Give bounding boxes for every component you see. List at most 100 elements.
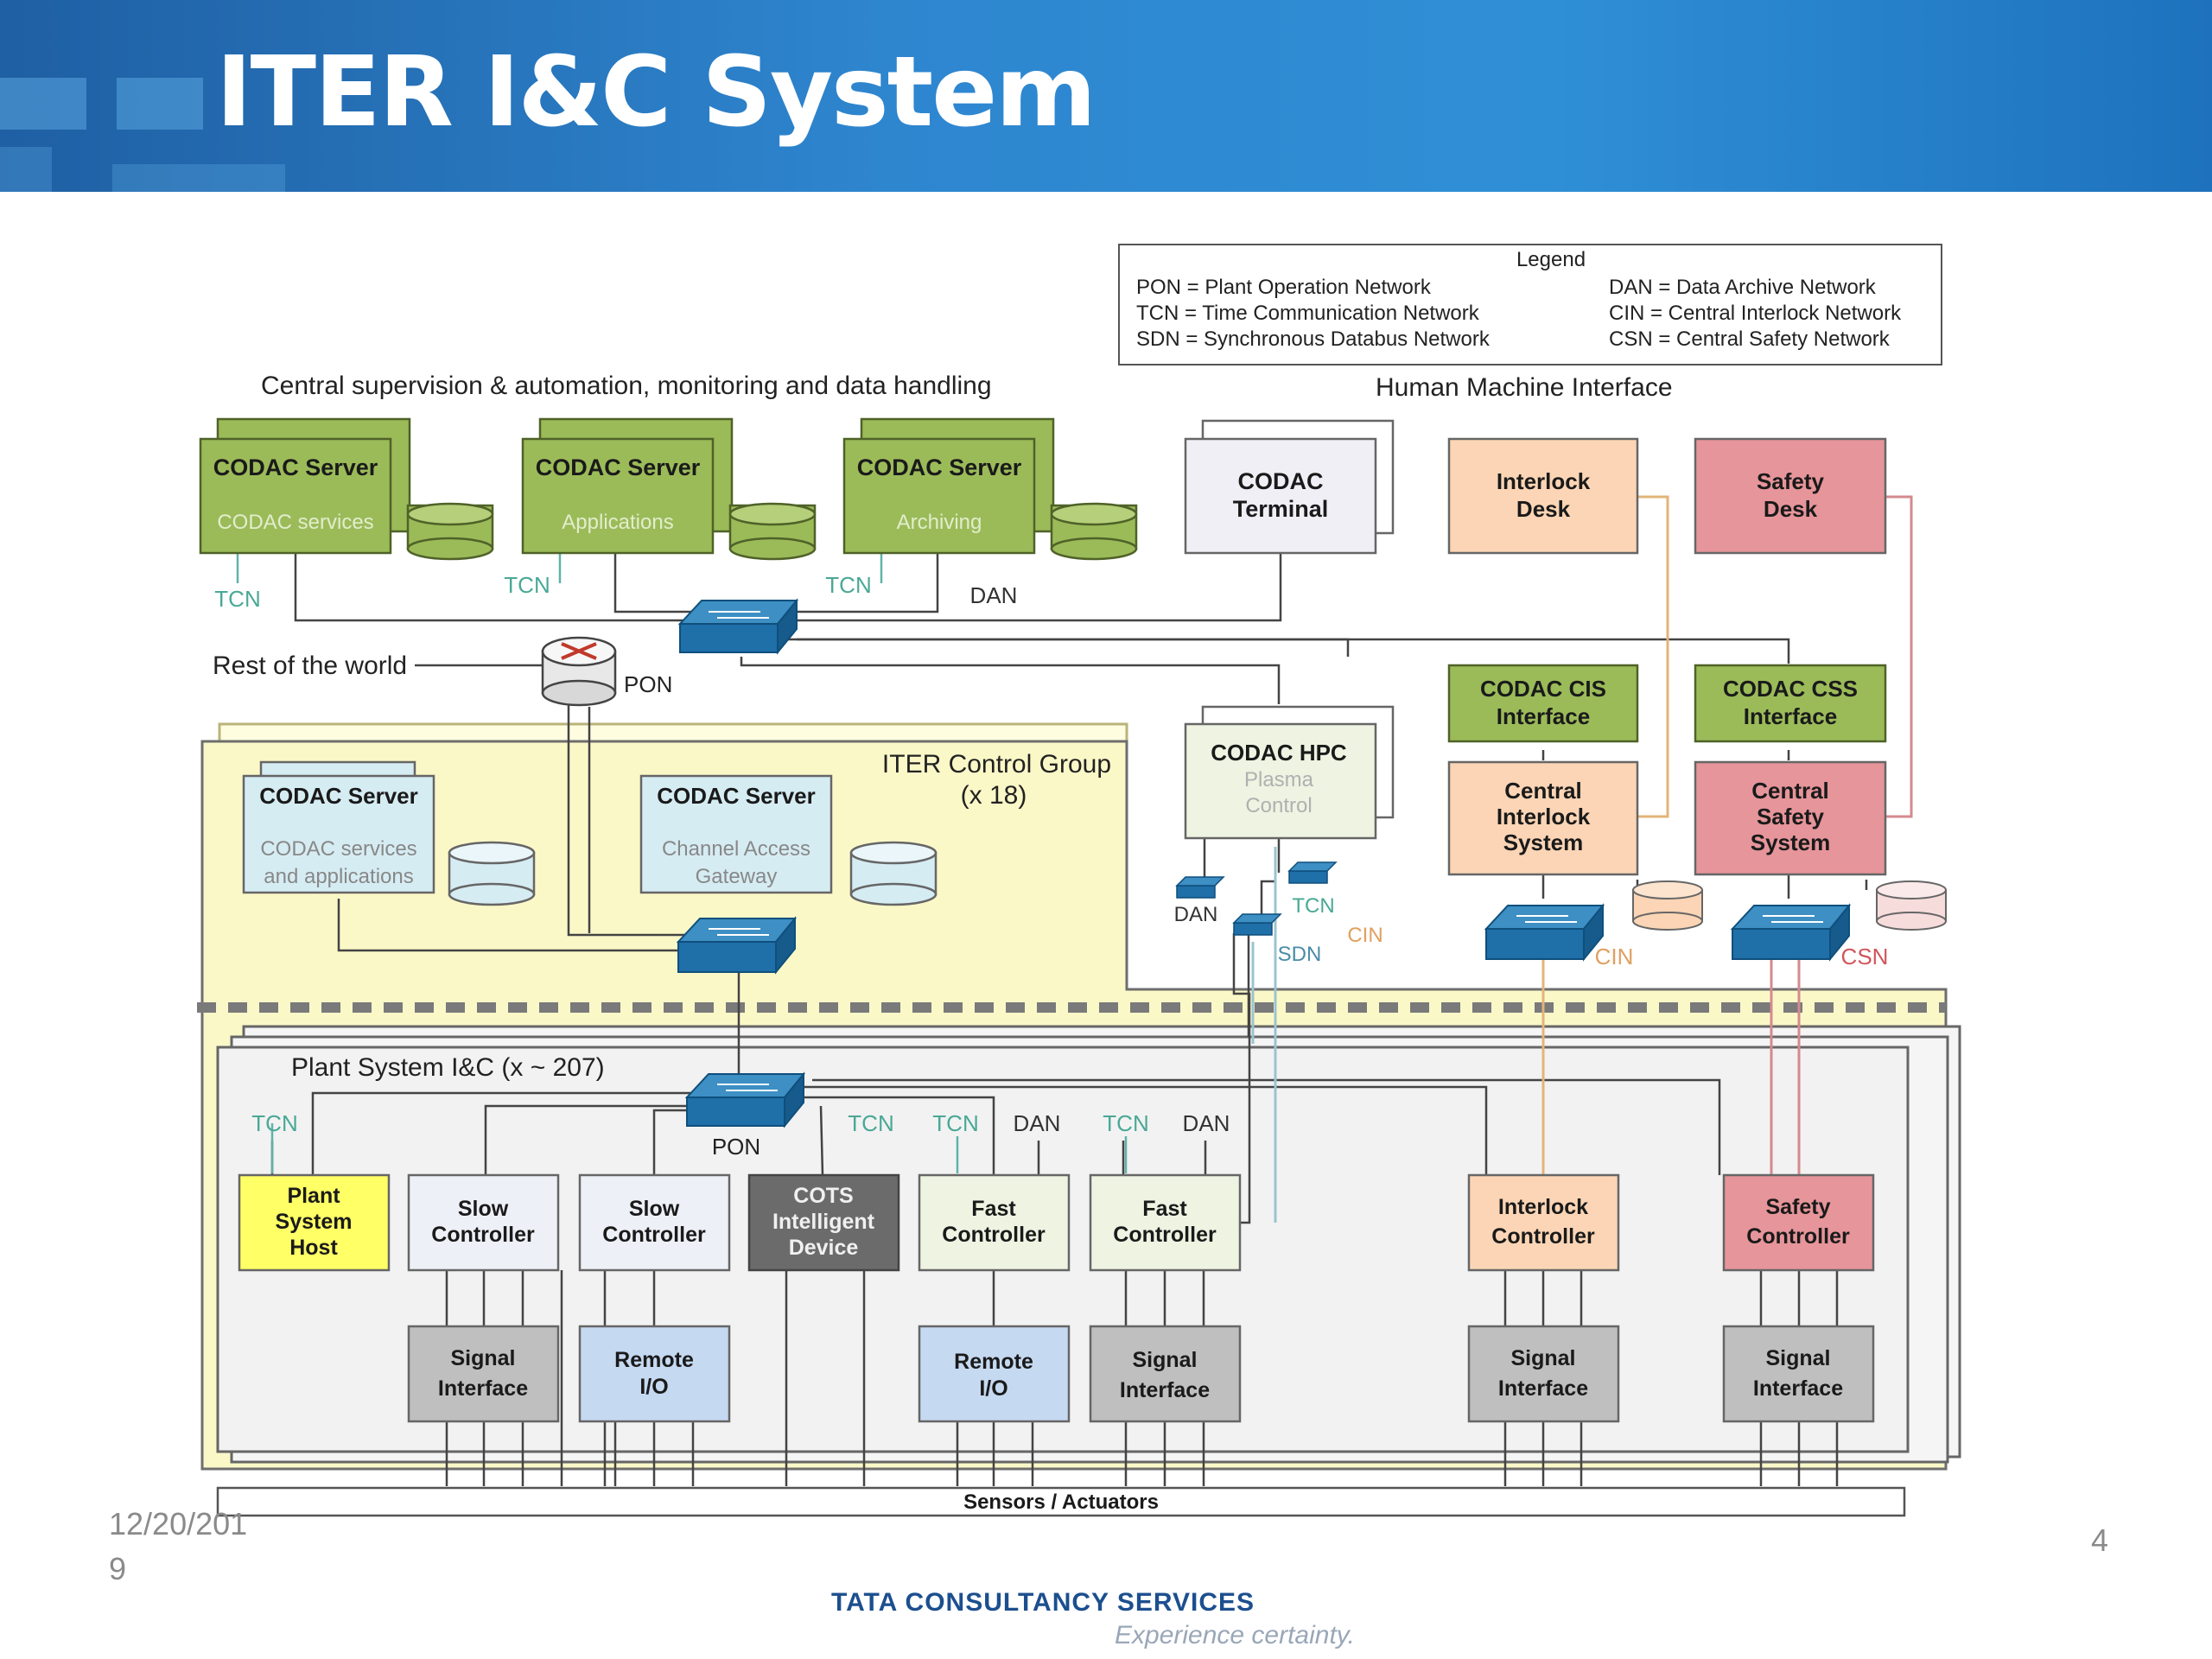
page-number: 4 [2091,1522,2109,1558]
node-label: Plant [287,1184,340,1208]
node-label: Fast [1142,1197,1187,1221]
connections [270,553,1868,1486]
network-switch-icon [1232,913,1282,936]
database-icon [1050,502,1138,526]
server-subtitle: Applications [562,511,673,534]
plant-system-host: Plant System Host [238,1173,391,1272]
node-label: Interface [1497,703,1590,729]
tcn-label: TCN [1103,1110,1148,1136]
pon-label: PON [624,671,672,697]
dan-label: DAN [1014,1110,1061,1136]
node-label: Intelligent [772,1210,875,1234]
safety-desk: Safety Desk [1694,437,1887,555]
node-label: Central [1504,778,1582,804]
tcn-label: TCN [1292,894,1334,918]
central-supervision-label: Central supervision & automation, monito… [261,372,992,400]
node-label: CODAC [1238,468,1324,494]
node-label: Remote [614,1348,694,1372]
node-label: CODAC CIS [1480,676,1606,702]
node-label: CODAC HPC [1211,740,1347,766]
slide-date-line: 9 [109,1551,127,1586]
node-label: Signal [1510,1346,1575,1370]
node-label: Interlock [1497,804,1591,830]
node-label: CODAC Server [259,783,418,809]
node-label: Signal [450,1346,515,1370]
rest-of-world-label: Rest of the world [213,652,407,680]
remote-io: Remote I/O [918,1325,1071,1423]
remote-io: Remote I/O [578,1325,731,1423]
network-switch-icon [1287,861,1338,884]
node-label: Interface [1744,703,1837,729]
signal-interface: Signal Interface [1089,1325,1242,1423]
header-banner: ITER I&C System [0,0,2212,192]
node-label: Terminal [1233,496,1329,522]
node-label: Fast [971,1197,1016,1221]
control-group-label: ITER Control Group [882,750,1111,779]
codac-server-3: CODAC Server Archiving [842,417,1138,561]
tcn-label: TCN [251,1110,297,1136]
node-label: Desk [1764,496,1818,522]
csn-switch-icon [1730,903,1852,962]
node-label: Controller [1746,1224,1850,1249]
node-label: Interface [1753,1376,1843,1401]
tcn-label: TCN [504,572,550,598]
legend-item: DAN = Data Archive Network [1609,276,1877,299]
interlock-desk: Interlock Desk [1447,437,1639,555]
database-icon [1632,880,1703,931]
legend-item: PON = Plant Operation Network [1136,276,1432,299]
dan-label: DAN [1183,1110,1230,1136]
server-title: CODAC Server [213,454,378,480]
server-subtitle: CODAC services [217,511,373,534]
codac-terminal: CODAC Terminal [1184,419,1395,555]
network-switch-icon [1175,876,1225,899]
tcn-links [236,553,1128,1173]
sdn-label: SDN [1278,943,1322,966]
signal-interface: Signal Interface [1467,1325,1620,1423]
node-label: Controller [431,1223,535,1247]
node-label: CODAC CSS [1723,676,1858,702]
node-label: Slow [629,1197,680,1221]
database-icon [448,841,536,865]
sensors-actuators-label: Sensors / Actuators [963,1491,1159,1514]
node-label: Interface [438,1376,528,1401]
legend-item: SDN = Synchronous Databus Network [1136,327,1491,351]
legend-title: Legend [1516,248,1586,271]
fast-controller: Fast Controller [1089,1173,1242,1272]
pon-label: PON [712,1134,760,1160]
node-label: System [276,1210,353,1234]
database-icon [406,502,494,526]
slow-controller: Slow Controller [578,1173,731,1272]
codac-css-interface: CODAC CSS Interface [1694,664,1887,743]
tcn-label: TCN [932,1110,978,1136]
company-tagline: Experience certainty. [1115,1621,1355,1649]
node-label: I/O [639,1375,668,1399]
node-label: Controller [1491,1224,1595,1249]
database-icon [728,502,817,526]
legend-item: CSN = Central Safety Network [1609,327,1891,351]
node-label: CODAC Server [657,783,816,809]
node-label: Controller [942,1223,1046,1247]
cots-intelligent-device: COTS Intelligent Device [747,1173,900,1272]
node-label: Host [289,1236,338,1260]
network-switch-icon [676,916,798,975]
node-label: COTS [793,1184,853,1208]
legend: Legend PON = Plant Operation Network TCN… [1118,244,1942,365]
slide-title: ITER I&C System [216,36,1096,149]
network-switch-icon [684,1071,806,1128]
company-logo-text: TATA CONSULTANCY SERVICES [831,1588,1255,1617]
dan-label: DAN [1174,903,1218,926]
node-label: Interlock [1497,468,1591,494]
slow-controller: Slow Controller [407,1173,560,1272]
hmi-label: Human Machine Interface [1376,373,1673,402]
database-icon [849,841,938,865]
plant-system-label: Plant System I&C (x ~ 207) [291,1053,605,1082]
node-label: Controller [1113,1223,1217,1247]
node-sublabel: CODAC services [260,837,416,861]
node-sublabel: Plasma [1244,768,1314,791]
legend-item: TCN = Time Communication Network [1136,302,1480,325]
cin-label: CIN [1347,924,1382,947]
node-label: System [1503,830,1584,855]
cin-label: CIN [1595,944,1634,969]
tcn-label: TCN [214,586,260,612]
